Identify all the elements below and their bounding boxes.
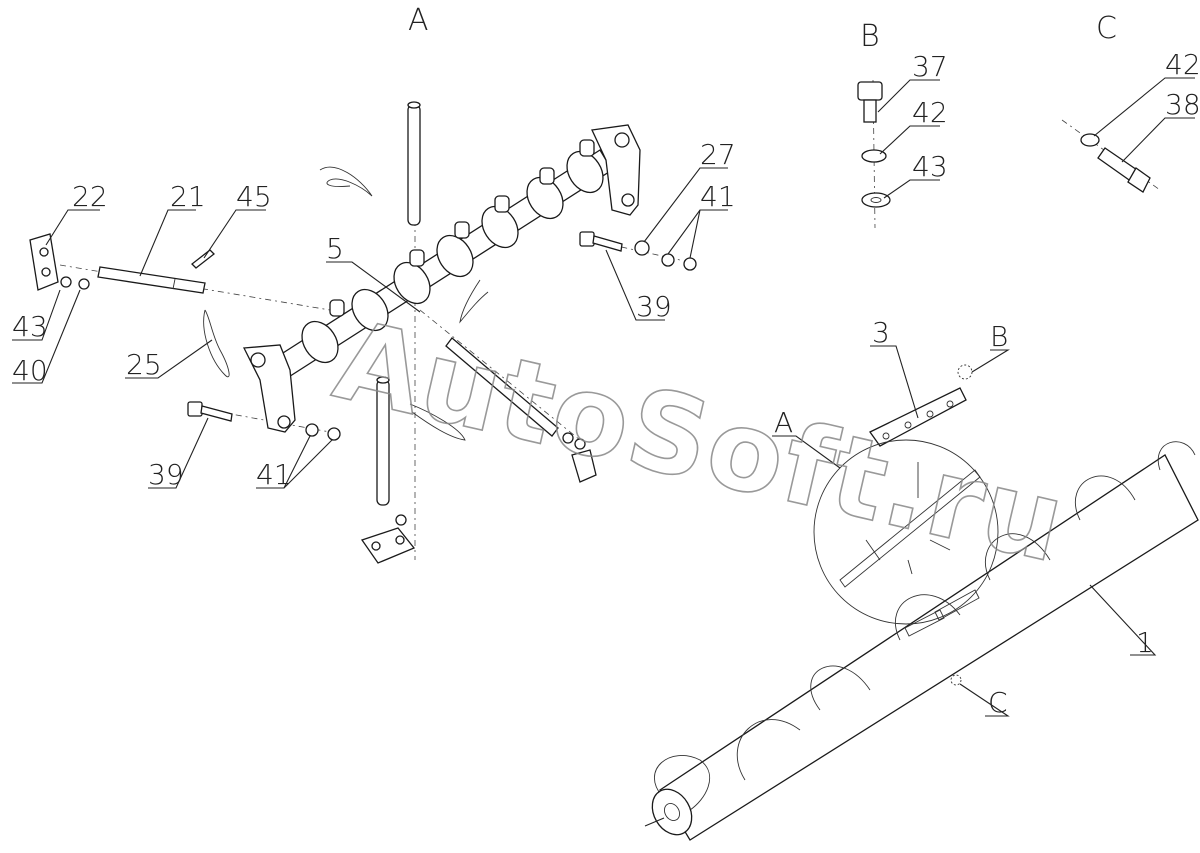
- right-bracket: [591, 124, 641, 216]
- view-label-b: B: [860, 19, 880, 54]
- callout-ref-c: C: [988, 686, 1008, 719]
- callout-39-upper: 39: [636, 290, 672, 323]
- view-label-c: C: [1096, 11, 1117, 46]
- vertical-pin-top: [407, 101, 421, 226]
- view-b-detail: [857, 79, 891, 229]
- callout-ref-a: A: [774, 406, 793, 439]
- hairpin-clip-middle: [459, 279, 489, 324]
- nut-part-41-d: [327, 427, 341, 441]
- callout-40: 40: [12, 354, 48, 387]
- spring-clip-part-25: [203, 309, 230, 378]
- callout-ref-b: B: [990, 320, 1008, 353]
- left-bracket: [242, 344, 296, 433]
- washer-part-42-b: [861, 149, 887, 163]
- bolt-head-part-38: [1127, 167, 1151, 193]
- cotter-pin-part-45: [191, 249, 215, 269]
- plate-part-22: [29, 233, 59, 291]
- view-label-a: A: [408, 3, 429, 38]
- bolt-part-39-lower: [187, 401, 233, 422]
- hairpin-clip-upper: [319, 166, 373, 197]
- nut-part-40: [78, 278, 90, 290]
- callout-22: 22: [72, 180, 108, 213]
- washer-part-43: [60, 276, 72, 288]
- bottom-plate: [360, 514, 416, 564]
- nut-part-41-c: [305, 423, 319, 437]
- washer-part-27: [634, 240, 650, 256]
- callout-5: 5: [326, 232, 344, 265]
- view-c-detail: [1061, 119, 1161, 193]
- callout-42-c: 42: [1165, 48, 1200, 81]
- callout-3: 3: [872, 316, 890, 349]
- watermark: AutoSoft.ru: [324, 296, 1077, 588]
- bolt-part-39-upper: [579, 231, 623, 252]
- nut-part-41-b: [683, 257, 697, 271]
- small-bracket: [571, 449, 597, 483]
- callout-38: 38: [1165, 88, 1200, 121]
- washer-part-42-c: [1080, 133, 1100, 147]
- callout-25: 25: [126, 348, 162, 381]
- hairpin-clip-lower: [409, 403, 466, 441]
- ref-marker-c: [950, 674, 962, 686]
- leader-lines: [12, 77, 1195, 717]
- callout-labels: A B C 22 21 45 43 40 25 5 27 41 39 39 41…: [12, 3, 1200, 719]
- rod-part-21: [97, 266, 206, 294]
- callout-43-b: 43: [912, 150, 948, 183]
- detail-circle-a: [813, 439, 999, 625]
- callout-41-lower: 41: [256, 458, 292, 491]
- vertical-pin-bottom: [376, 376, 390, 506]
- callout-42-b: 42: [912, 96, 948, 129]
- callout-1: 1: [1136, 626, 1154, 659]
- callout-43: 43: [12, 310, 48, 343]
- auger-part-1: [644, 441, 1199, 841]
- view-a-assembly: [29, 101, 697, 564]
- callout-21: 21: [170, 180, 206, 213]
- callout-41-upper: 41: [700, 180, 736, 213]
- nut-part-41-a: [661, 253, 675, 267]
- callout-39-lower: 39: [148, 458, 184, 491]
- bolt-head-part-37: [857, 81, 883, 101]
- callout-37: 37: [912, 50, 948, 83]
- bolt-shank-part-37: [863, 99, 877, 123]
- callout-27: 27: [700, 138, 736, 171]
- callout-45: 45: [236, 180, 272, 213]
- diagonal-pin-part-5: [445, 337, 586, 450]
- washer-part-43-b: [861, 192, 891, 208]
